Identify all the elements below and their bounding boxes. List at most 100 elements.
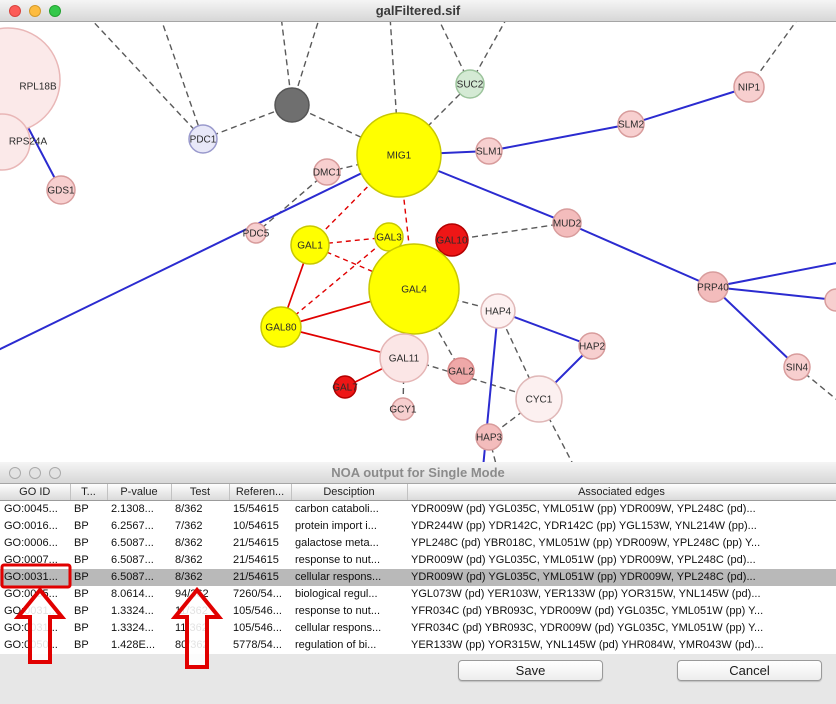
table-cell[interactable]: response to nut...: [295, 605, 380, 617]
node-gds1[interactable]: [46, 175, 76, 205]
results-titlebar[interactable]: NOA output for Single Mode: [0, 462, 836, 484]
table-cell[interactable]: cellular respons...: [295, 622, 382, 634]
column-header[interactable]: Test: [171, 484, 230, 501]
edge-prp40-p_right1[interactable]: [712, 262, 836, 288]
edge-prp40-sin4[interactable]: [712, 286, 798, 368]
table-cell[interactable]: GO:0016...: [4, 520, 58, 532]
table-cell[interactable]: 1.3324...: [111, 622, 154, 634]
minimize-button[interactable]: [29, 5, 41, 17]
table-cell[interactable]: 8/362: [175, 554, 203, 566]
table-cell[interactable]: 105/546...: [233, 605, 282, 617]
table-cell[interactable]: YDR009W (pd) YGL035C, YML051W (pp) YDR00…: [407, 569, 836, 586]
table-cell[interactable]: 6.5087...: [107, 569, 171, 586]
table-cell[interactable]: 7260/54...: [233, 588, 282, 600]
table-cell[interactable]: BP: [74, 537, 89, 549]
edge-p_top2-pdc1[interactable]: [160, 22, 204, 140]
table-cell[interactable]: 1.428E...: [111, 639, 156, 651]
network-titlebar[interactable]: galFiltered.sif: [0, 0, 836, 22]
table-cell[interactable]: GO:0050...: [4, 639, 58, 651]
table-cell[interactable]: BP: [74, 588, 89, 600]
save-button[interactable]: Save: [458, 660, 603, 681]
table-cell[interactable]: 6.5087...: [111, 537, 154, 549]
edge-mud2-gal10[interactable]: [451, 222, 568, 241]
node-gal80[interactable]: [260, 306, 302, 348]
node-gal4[interactable]: [368, 243, 460, 335]
table-cell[interactable]: GO:0031...: [4, 605, 58, 617]
table-cell[interactable]: galactose meta...: [295, 537, 379, 549]
table-cell[interactable]: YPL248C (pd) YBR018C, YML051W (pp) YDR00…: [411, 537, 761, 549]
table-cell[interactable]: 2.1308...: [111, 503, 154, 515]
table-cell[interactable]: 105/546...: [233, 622, 282, 634]
close-button[interactable]: [9, 5, 21, 17]
table-cell[interactable]: BP: [70, 569, 107, 586]
node-pdc5[interactable]: [245, 222, 267, 244]
edge-slm1-slm2[interactable]: [488, 123, 632, 152]
table-cell[interactable]: 8/362: [175, 503, 203, 515]
zoom-button[interactable]: [49, 5, 61, 17]
node-gal7[interactable]: [333, 375, 357, 399]
table-cell[interactable]: BP: [74, 554, 89, 566]
column-header[interactable]: Desciption: [291, 484, 408, 501]
zoom-button[interactable]: [49, 467, 61, 479]
node-gal1[interactable]: [290, 225, 330, 265]
table-cell[interactable]: GO:0007...: [4, 554, 58, 566]
node-gal2[interactable]: [447, 357, 475, 385]
table-cell[interactable]: GO:0065...: [4, 588, 58, 600]
table-cell[interactable]: YDR009W (pd) YGL035C, YML051W (pp) YDR00…: [411, 554, 756, 566]
edge-slm2-nip1[interactable]: [630, 86, 750, 125]
node-nip1[interactable]: [733, 71, 765, 103]
table-cell[interactable]: YDR244W (pp) YDR142C, YDR142C (pp) YGL15…: [411, 520, 757, 532]
table-cell[interactable]: 10/54615: [233, 520, 279, 532]
network-svg[interactable]: RPL18BRPS24AGDS1PDC1DMC1MIG1SUC2SLM1SLM2…: [0, 22, 836, 462]
node-rnode[interactable]: [824, 288, 836, 312]
table-cell[interactable]: 8/362: [171, 569, 229, 586]
node-slm2[interactable]: [617, 110, 645, 138]
table-cell[interactable]: BP: [74, 503, 89, 515]
node-gal11[interactable]: [379, 333, 429, 383]
table-cell[interactable]: protein import i...: [295, 520, 377, 532]
table-cell[interactable]: regulation of bi...: [295, 639, 377, 651]
table-cell[interactable]: response to nut...: [295, 554, 380, 566]
node-rps24a[interactable]: [0, 113, 31, 171]
table-cell[interactable]: 21/54615: [229, 569, 291, 586]
edge-gal80-gal3[interactable]: [280, 236, 390, 328]
node-sin4[interactable]: [783, 353, 811, 381]
table-cell[interactable]: carbon cataboli...: [295, 503, 379, 515]
table-cell[interactable]: YDR009W (pd) YGL035C, YML051W (pp) YDR00…: [411, 503, 756, 515]
node-gcy1[interactable]: [391, 397, 415, 421]
table-cell[interactable]: 80/362: [175, 639, 209, 651]
table-cell[interactable]: 8/362: [175, 537, 203, 549]
column-header[interactable]: GO ID: [0, 484, 71, 501]
column-header[interactable]: Referen...: [229, 484, 292, 501]
node-dark[interactable]: [274, 87, 310, 123]
column-header[interactable]: T...: [70, 484, 108, 501]
table-cell[interactable]: BP: [74, 622, 89, 634]
table-cell[interactable]: 11/362: [175, 622, 208, 634]
edge-pdc1-dark[interactable]: [202, 104, 293, 140]
table-cell[interactable]: BP: [74, 639, 89, 651]
table-cell[interactable]: 8.0614...: [111, 588, 154, 600]
table-cell[interactable]: GO:0031...: [4, 622, 58, 634]
table-cell[interactable]: GO:0031...: [0, 569, 70, 586]
column-header[interactable]: Associated edges: [407, 484, 836, 501]
edge-dmc1-pdc5[interactable]: [255, 171, 328, 234]
table-cell[interactable]: 11/362: [175, 605, 208, 617]
node-pdc1[interactable]: [188, 124, 218, 154]
edge-mig1-p_left1[interactable]: [0, 154, 400, 352]
table-cell[interactable]: 1.3324...: [111, 605, 154, 617]
close-button[interactable]: [9, 467, 21, 479]
node-suc2[interactable]: [455, 69, 485, 99]
node-hap4[interactable]: [480, 293, 516, 329]
node-hap3[interactable]: [475, 423, 503, 451]
node-prp40[interactable]: [697, 271, 729, 303]
table-cell[interactable]: 94/362: [175, 588, 209, 600]
table-cell[interactable]: cellular respons...: [291, 569, 407, 586]
table-cell[interactable]: 5778/54...: [233, 639, 282, 651]
node-dmc1[interactable]: [313, 158, 341, 186]
table-cell[interactable]: 7/362: [175, 520, 203, 532]
node-gal10[interactable]: [435, 223, 469, 257]
